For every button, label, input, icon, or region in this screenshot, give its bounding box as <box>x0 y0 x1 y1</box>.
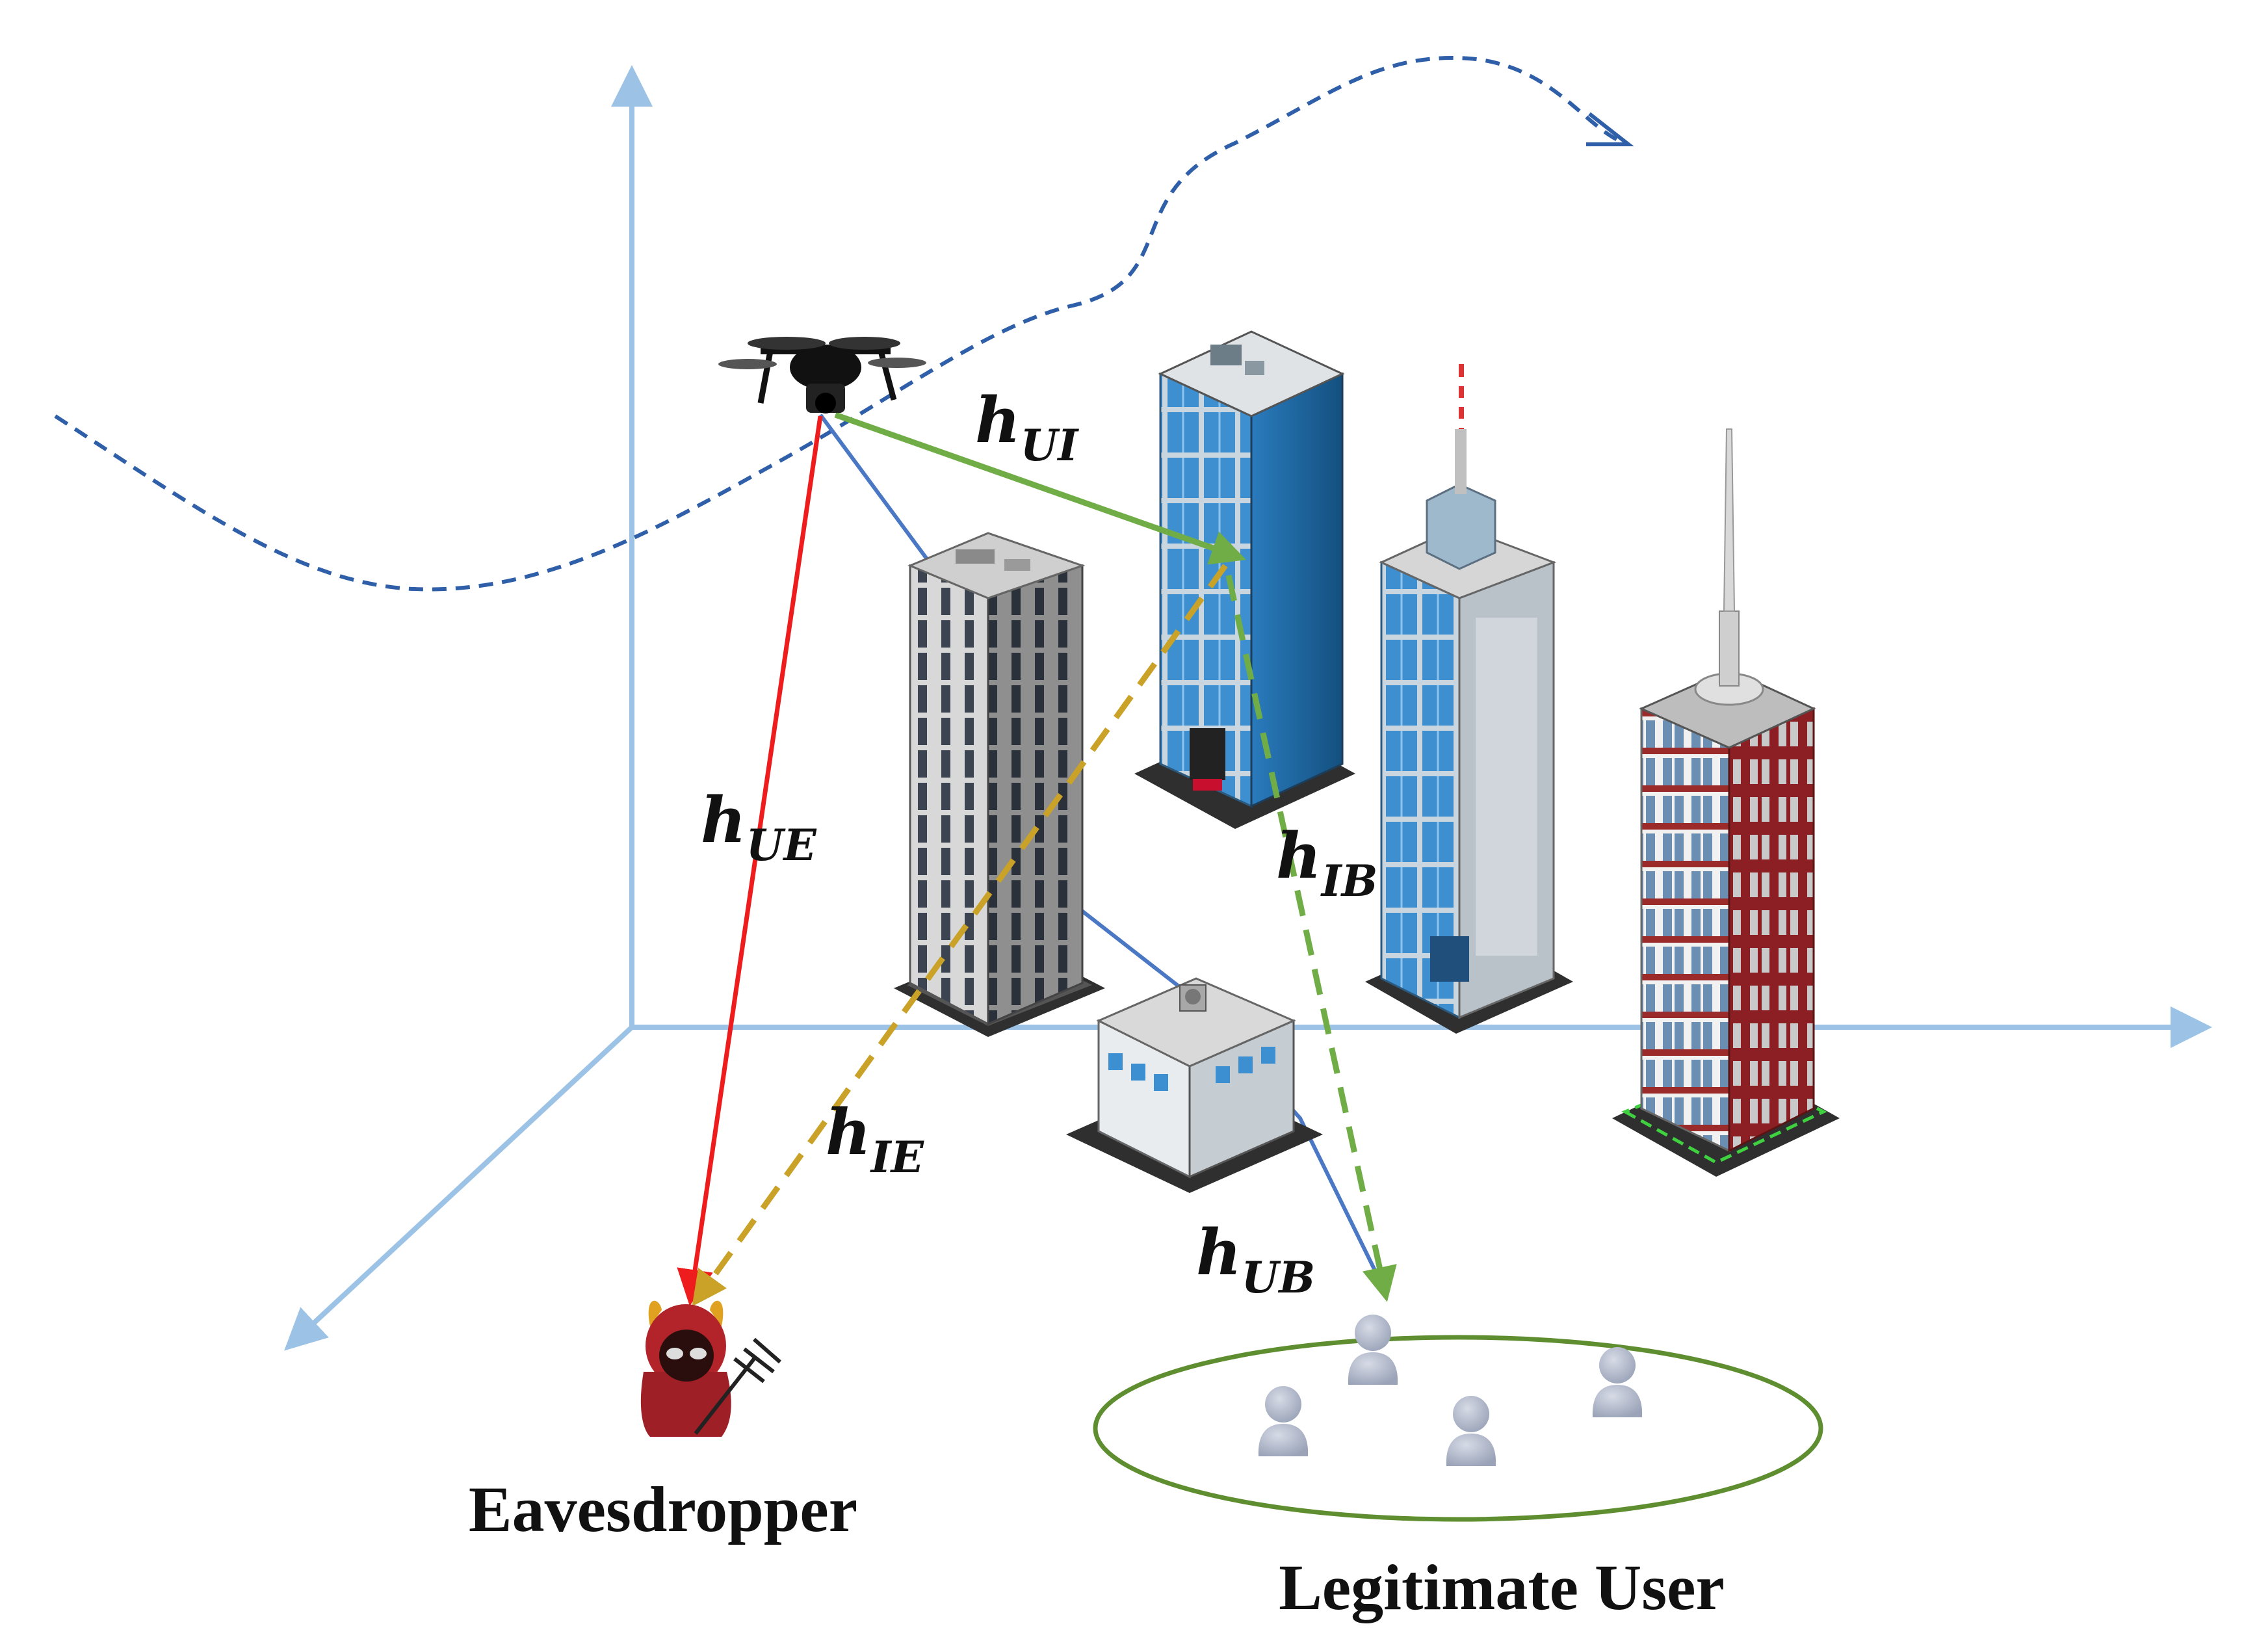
label-h-ib: hIB <box>1276 819 1377 906</box>
link-uav-eavesdropper <box>677 415 823 1306</box>
blue-skyscraper <box>1365 364 1573 1034</box>
link-uav-ris <box>834 412 1246 565</box>
label-h-ue: hUE <box>701 783 817 871</box>
grey-office-tower <box>894 532 1105 1037</box>
uav-drone-icon <box>718 337 926 413</box>
user-person-icon <box>1348 1315 1398 1385</box>
y-axis <box>284 1025 634 1351</box>
uav-trajectory <box>54 56 1626 592</box>
legitimate-user-label: Legitimate User <box>1279 1551 1725 1623</box>
trajectory-arrowhead <box>1586 112 1634 146</box>
user-person-icon <box>1592 1347 1643 1417</box>
ris-building-icon <box>1134 330 1355 829</box>
user-person-icon <box>1446 1396 1496 1466</box>
user-region <box>1093 1335 1823 1522</box>
low-building <box>1066 977 1323 1193</box>
user-person-icon <box>1258 1386 1309 1456</box>
eavesdropper-devil-icon <box>640 1300 781 1437</box>
link-ris-user <box>1225 575 1397 1302</box>
label-h-ie: hIE <box>826 1095 925 1183</box>
label-h-ui: hUI <box>975 384 1079 471</box>
red-white-tower <box>1612 428 1840 1177</box>
label-h-ub: hUB <box>1196 1216 1315 1303</box>
eavesdropper-label: Eavesdropper <box>469 1473 857 1545</box>
link-ris-eavesdropper <box>692 564 1228 1307</box>
user-group <box>1258 1315 1643 1466</box>
